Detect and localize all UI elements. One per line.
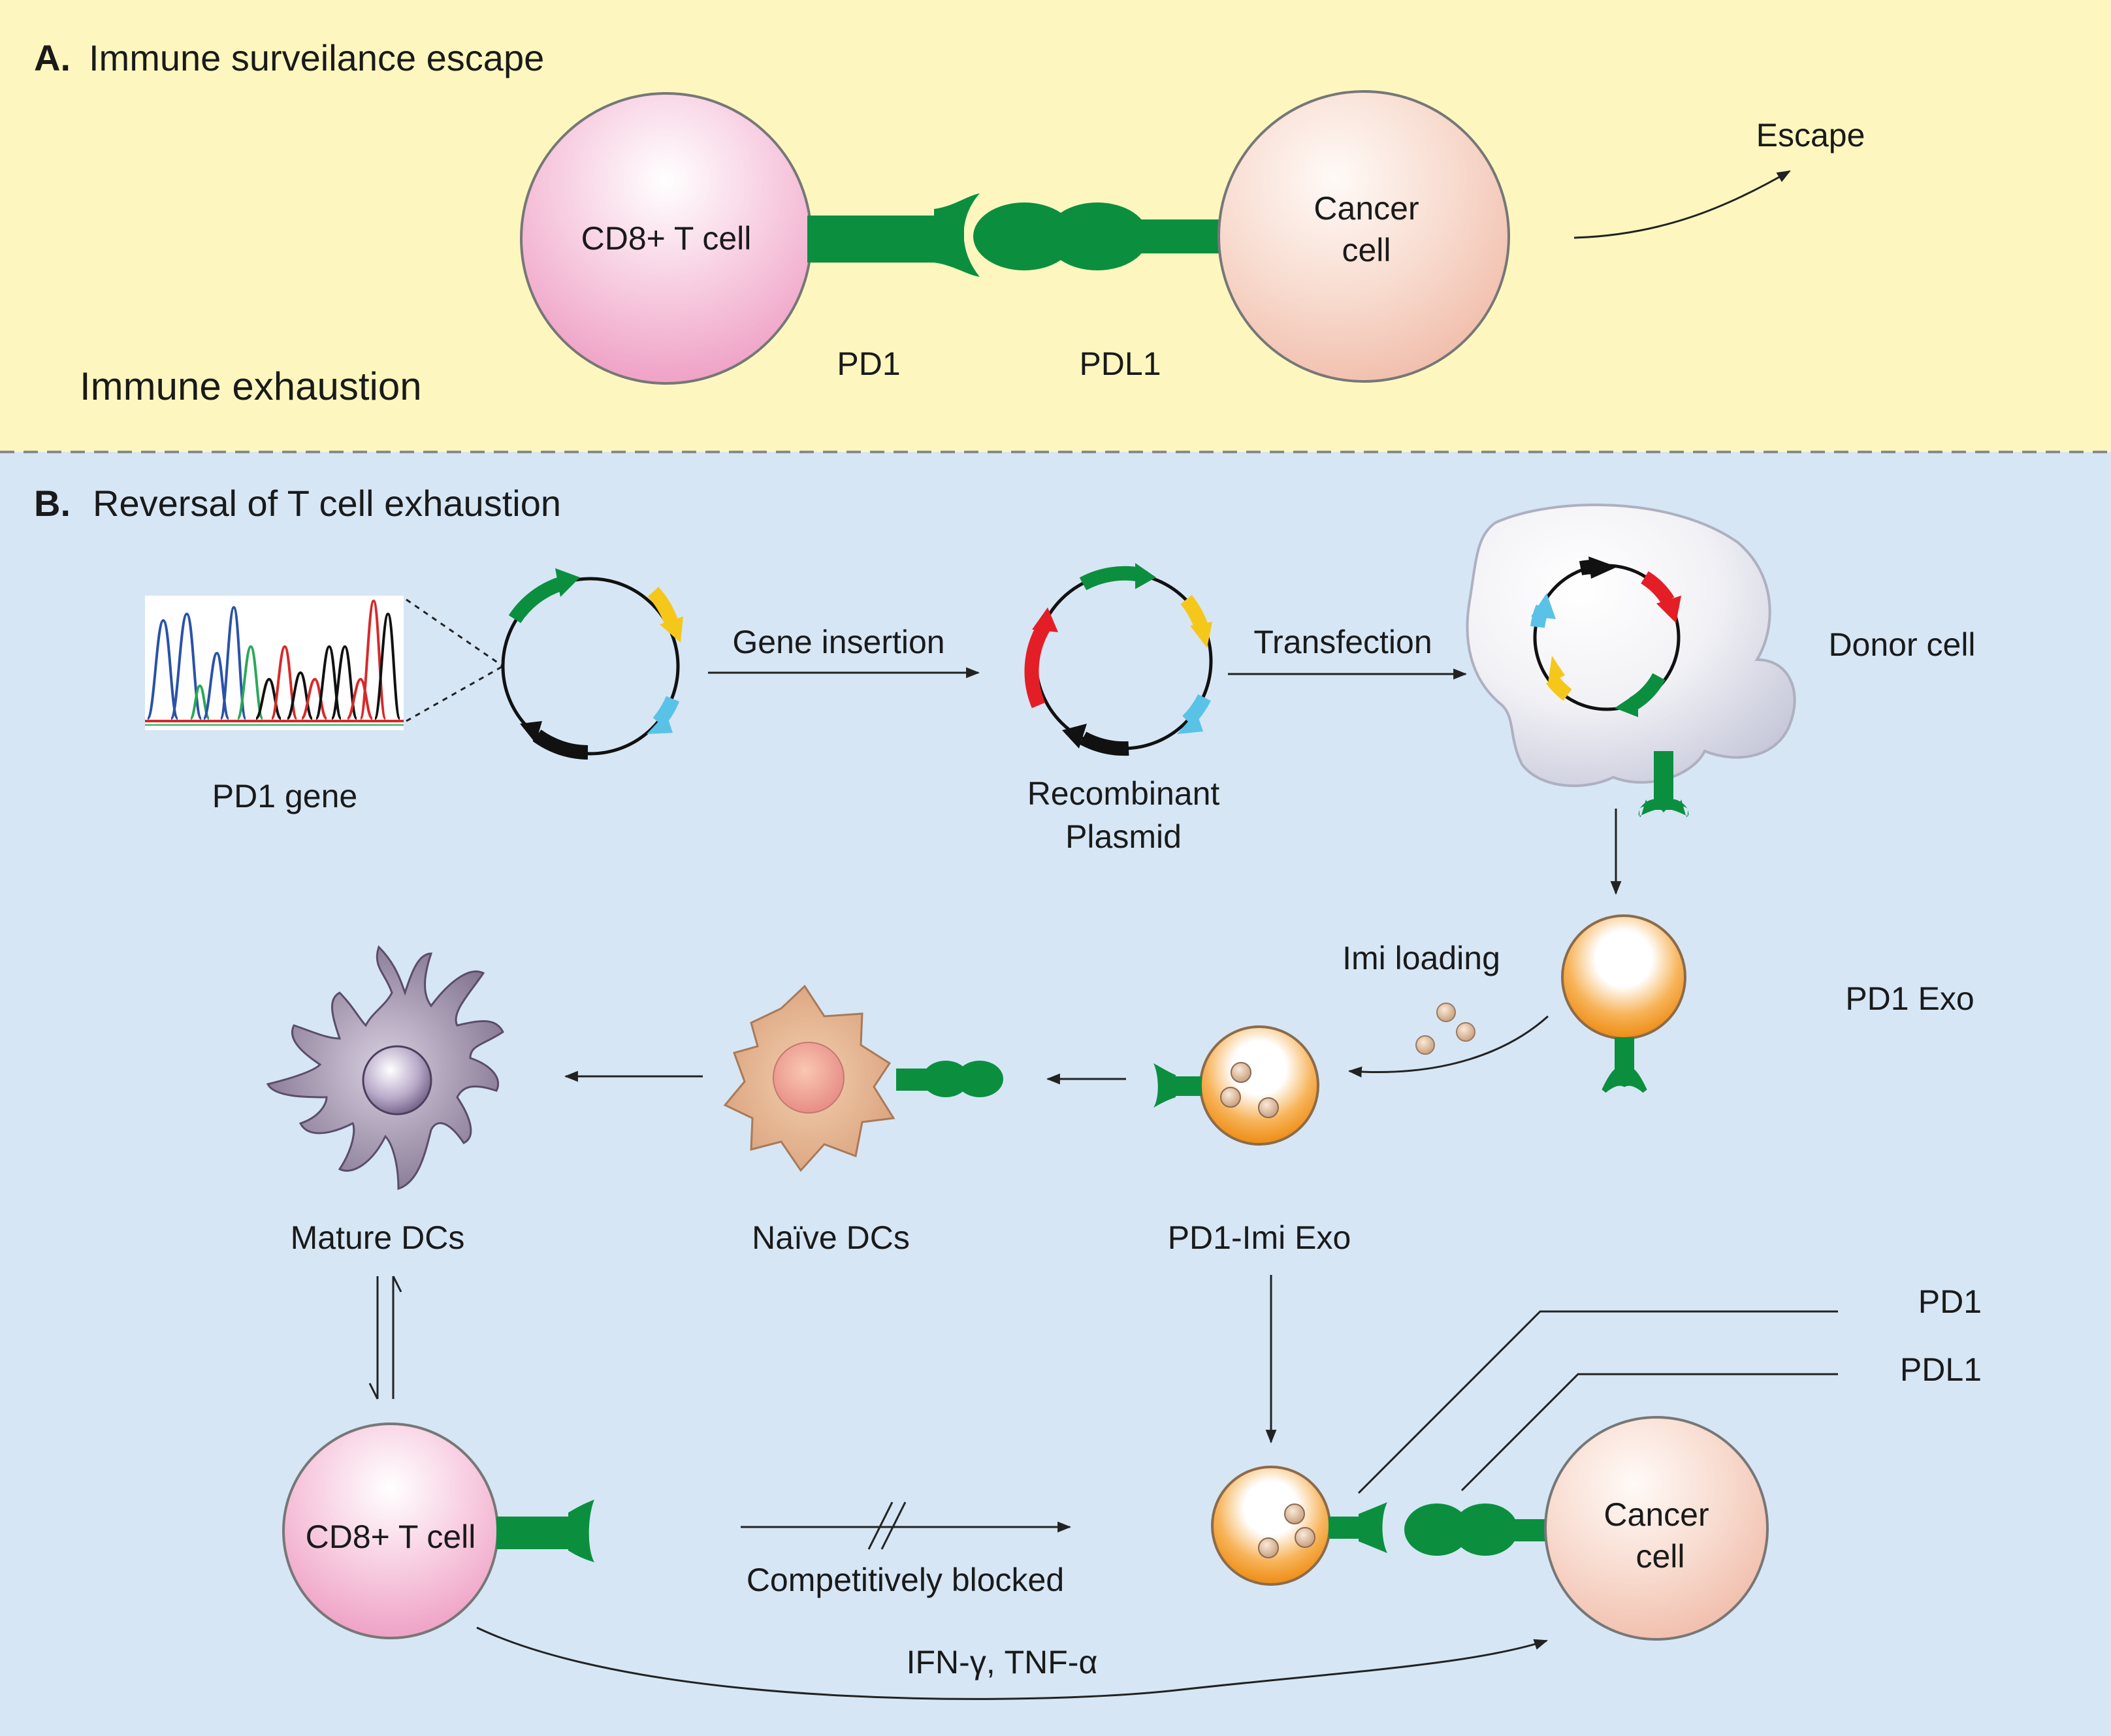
pdl1-ligand-b (1404, 1503, 1548, 1556)
cancer-cell-a (1217, 90, 1510, 383)
plasmid-vector (501, 568, 683, 760)
imi-bead (1415, 1035, 1435, 1055)
panel-b-letter: B. (34, 483, 71, 524)
immune-exhaustion-label: Immune exhaustion (80, 364, 422, 408)
cancer-b-label-1: Cancer (1603, 1496, 1709, 1533)
mature-dc (266, 945, 504, 1191)
transfection-label: Transfection (1253, 624, 1432, 660)
cancer-b-label-2: cell (1636, 1538, 1684, 1575)
pdl1-label-b: PDL1 (1900, 1351, 1982, 1388)
pd1-exo (1561, 914, 1686, 1093)
imi-bead (1456, 1022, 1475, 1042)
tcell-b (282, 1423, 594, 1639)
tcell-b-label: CD8+ T cell (306, 1519, 476, 1555)
pdl1-ligand-a (973, 202, 1221, 270)
zoom-line-bottom (406, 665, 504, 722)
cancer-cell-b (1544, 1416, 1769, 1641)
recombinant-label-2: Plasmid (1065, 818, 1182, 855)
naive-dcs-label: Naïve DCs (752, 1219, 910, 1256)
donor-cell-label: Donor cell (1828, 626, 1975, 663)
block-slash-1 (867, 1502, 894, 1550)
imi-loading-arrow (1347, 1015, 1549, 1078)
cytokine-arrow (476, 1626, 1548, 1700)
naive-dc (723, 984, 1003, 1172)
pd1-label-b: PD1 (1918, 1283, 1982, 1320)
pd1-receptor-a (807, 193, 980, 277)
escape-arrow (1573, 170, 1791, 239)
pd1-exo-label: PD1 Exo (1845, 980, 1974, 1017)
pdl1-label-a: PDL1 (1079, 346, 1161, 382)
panel-a-title: Immune surveilance escape (89, 37, 544, 78)
escape-label: Escape (1756, 117, 1865, 153)
tcell-to-mature-head (392, 1276, 402, 1293)
imi-bead (1436, 1003, 1456, 1022)
pd1-leader-line (1357, 1310, 1838, 1494)
panel-b-title: Reversal of T cell exhaustion (93, 483, 561, 524)
zoom-line-top (406, 598, 504, 667)
pd1-imi-exo-label: PD1-Imi Exo (1168, 1219, 1351, 1256)
panel-a-letter: A. (34, 37, 71, 78)
panel-a: A. Immune surveilance escape CD8+ T cell… (0, 0, 2111, 452)
pd1-label-a: PD1 (837, 346, 900, 382)
block-slash-2 (880, 1502, 907, 1550)
imi-loading-label: Imi loading (1342, 940, 1500, 976)
exo-bound (1211, 1466, 1387, 1586)
pd1-gene-label: PD1 gene (212, 778, 357, 814)
cancer-a-label-2: cell (1342, 232, 1391, 268)
gene-insertion-label: Gene insertion (732, 624, 944, 660)
pd1-imi-exo (1153, 1025, 1319, 1146)
donor-cell (1466, 503, 1796, 817)
chromatogram (145, 596, 404, 730)
mature-to-tcell-head (368, 1383, 379, 1400)
mature-dcs-label: Mature DCs (291, 1219, 465, 1256)
recombinant-label-1: Recombinant (1027, 775, 1220, 812)
cancer-a-label-1: Cancer (1313, 190, 1419, 227)
competitively-blocked-label: Competitively blocked (747, 1562, 1064, 1598)
tcell-a-label: CD8+ T cell (581, 220, 752, 257)
pdl1-leader-line (1460, 1373, 1838, 1492)
panel-b: B. Reversal of T cell exhaustion PD1 gen (0, 451, 2111, 1736)
plasmid-recombinant (1024, 563, 1213, 756)
cytokines-label: IFN-γ, TNF-α (907, 1644, 1098, 1680)
